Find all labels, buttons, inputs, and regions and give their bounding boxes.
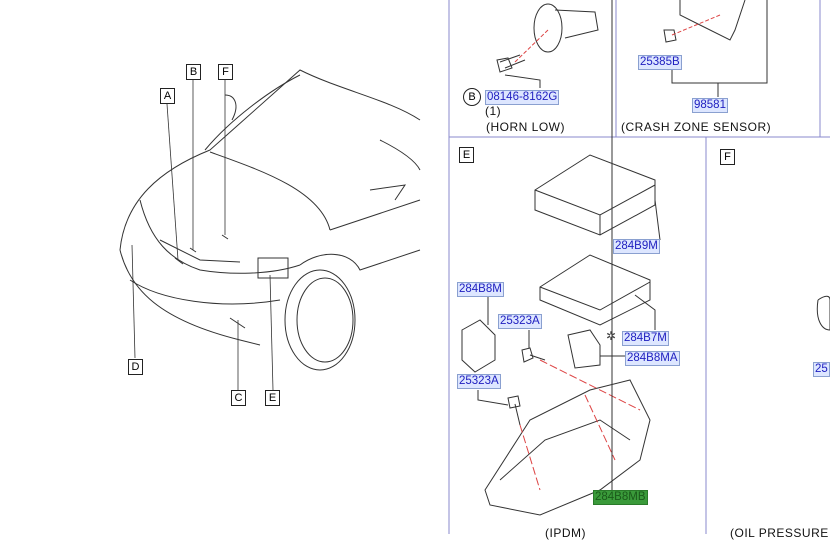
callout-f[interactable]: F: [218, 64, 233, 80]
oil-pressure-switch-drawing: [816, 295, 830, 331]
part-284b8ma[interactable]: 284B8MA: [625, 351, 680, 366]
part-284b7m[interactable]: 284B7M: [622, 331, 669, 346]
callout-c[interactable]: C: [231, 390, 246, 406]
part-284b8m[interactable]: 284B8M: [457, 282, 504, 297]
callout-d[interactable]: D: [128, 359, 143, 375]
part-25323a-lower[interactable]: 25323A: [457, 374, 501, 389]
crash-sensor-drawing: [663, 0, 768, 97]
horn-qty: (1): [485, 104, 502, 118]
panel-label-f: F: [720, 149, 735, 165]
part-284b8mb[interactable]: 284B8MB: [593, 490, 648, 505]
part-08146-8162g[interactable]: 08146-8162G: [485, 90, 560, 105]
part-25-partial[interactable]: 25: [813, 362, 830, 377]
asterisk-icon: ✲: [606, 329, 617, 343]
callout-a[interactable]: A: [160, 88, 175, 104]
oil-caption: (OIL PRESSURE: [730, 526, 829, 540]
callout-b[interactable]: B: [186, 64, 201, 80]
callout-e[interactable]: E: [265, 390, 280, 406]
car-front-drawing: [119, 69, 421, 391]
crash-caption: (CRASH ZONE SENSOR): [621, 120, 772, 134]
panel-label-e: E: [459, 147, 474, 163]
ipdm-drawing: [461, 0, 661, 516]
horn-caption: (HORN LOW): [486, 120, 565, 134]
part-98581[interactable]: 98581: [692, 98, 728, 113]
part-25323a-upper[interactable]: 25323A: [498, 314, 542, 329]
part-284b9m[interactable]: 284B9M: [613, 239, 660, 254]
part-25385b[interactable]: 25385B: [638, 55, 682, 70]
ref-circle-b: B: [463, 88, 481, 106]
ipdm-caption: (IPDM): [545, 526, 586, 540]
horn-drawing: [496, 3, 599, 88]
